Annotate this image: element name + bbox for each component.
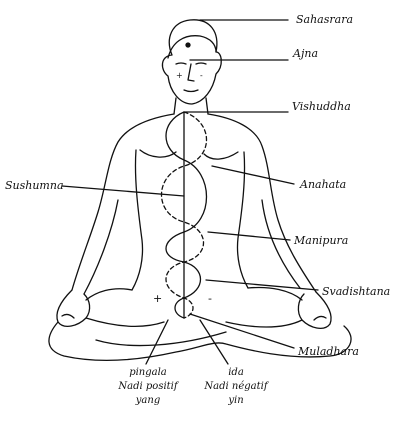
left-hand bbox=[56, 289, 91, 328]
pingala-name: pingala bbox=[129, 367, 167, 378]
label-sushumna: Sushumna bbox=[5, 179, 64, 192]
ajna-dot bbox=[185, 42, 191, 48]
right-hand bbox=[297, 291, 332, 330]
mouth bbox=[183, 89, 199, 93]
right-torso bbox=[236, 151, 249, 289]
pingala-line3: yang bbox=[135, 395, 161, 406]
chest-left bbox=[139, 149, 177, 158]
legs-inner bbox=[85, 317, 303, 328]
pingala-line2: Nadi positif bbox=[118, 381, 178, 392]
label-muladhara: Muladhara bbox=[298, 345, 359, 358]
svadhishthana-pointer bbox=[205, 279, 319, 291]
label-ajna: Ajna bbox=[293, 47, 318, 60]
ida-caption: ida Nadi négatif yin bbox=[196, 368, 276, 406]
label-svadhishthana: Svadishtana bbox=[322, 285, 391, 298]
left-shoulder bbox=[71, 113, 175, 291]
ida-pointer bbox=[199, 319, 229, 365]
ida-line3: yin bbox=[228, 395, 244, 406]
neck bbox=[173, 97, 209, 115]
label-manipura: Manipura bbox=[294, 234, 349, 247]
svg-text:+: + bbox=[176, 71, 183, 80]
label-anahata: Anahata bbox=[300, 178, 347, 191]
sushumna-pointer bbox=[61, 185, 185, 197]
left-arm-inner bbox=[83, 199, 119, 295]
muladhara-pointer bbox=[189, 313, 295, 349]
chest-right bbox=[203, 151, 239, 160]
right-shoulder bbox=[207, 113, 317, 293]
pingala-caption: pingala Nadi positif yang bbox=[108, 368, 188, 406]
left-thigh-top bbox=[85, 288, 133, 301]
label-sahasrara: Sahasrara bbox=[296, 13, 354, 26]
left-eye bbox=[175, 62, 187, 65]
manipura-pointer bbox=[207, 231, 291, 241]
pingala-pointer bbox=[145, 319, 169, 365]
hair-line bbox=[167, 35, 217, 59]
legs-outer bbox=[48, 321, 352, 362]
svg-text:-: - bbox=[200, 71, 203, 80]
sign-positive: + bbox=[153, 292, 163, 305]
ida-name: ida bbox=[228, 367, 244, 378]
right-arm-inner bbox=[261, 199, 301, 289]
label-vishuddha: Vishuddha bbox=[292, 100, 351, 113]
sign-negative: - bbox=[208, 292, 212, 305]
ida-line2: Nadi négatif bbox=[204, 381, 268, 392]
right-thigh-top bbox=[247, 286, 303, 301]
nose bbox=[187, 63, 195, 82]
left-torso bbox=[131, 149, 144, 291]
head-outline bbox=[161, 19, 222, 105]
right-eye bbox=[195, 62, 207, 65]
anahata-pointer bbox=[211, 165, 295, 185]
pingala-channel bbox=[165, 111, 207, 319]
